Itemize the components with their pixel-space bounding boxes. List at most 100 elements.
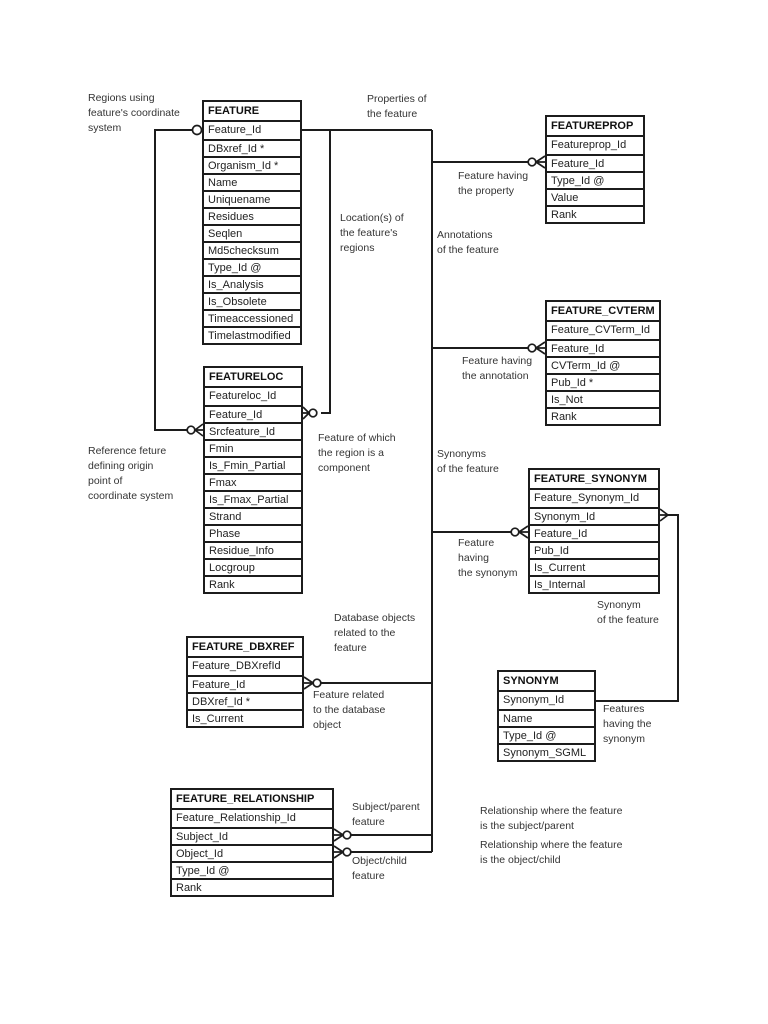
entity-field: Type_Id @ xyxy=(499,726,594,743)
entity-field: Uniquename xyxy=(204,190,300,207)
entity-title: FEATURE_SYNONYM xyxy=(530,470,658,490)
line-feature-to-featureloc-feature xyxy=(321,130,331,414)
label-relationship-object: Relationship where the feature is the ob… xyxy=(480,839,623,866)
label-features-having-synonym: Features having the synonym xyxy=(603,703,652,745)
entity-field: Type_Id @ xyxy=(204,258,300,275)
label-regions-using: Regions using feature's coordinate syste… xyxy=(88,92,180,134)
entity-field: Name xyxy=(204,173,300,190)
entity-field: Feature_Id xyxy=(205,405,301,422)
entity-field: Fmin xyxy=(205,439,301,456)
entity-field: Synonym_SGML xyxy=(499,743,594,760)
entity-table-feature-cvterm: FEATURE_CVTERM Feature_CVTerm_Id Feature… xyxy=(545,300,661,426)
entity-field: Synonym_Id xyxy=(503,694,565,706)
entity-field: Rank xyxy=(205,575,301,592)
entity-field: Is_Fmin_Partial xyxy=(205,456,301,473)
entity-field: Pub_Id * xyxy=(547,373,659,390)
circle-feature-synonym xyxy=(510,527,520,537)
entity-field: Strand xyxy=(205,507,301,524)
entity-field: Synonym_Id xyxy=(530,507,658,524)
entity-table-synonym: SYNONYM Synonym_Id Name Type_Id @ Synony… xyxy=(497,670,596,762)
entity-field: Featureloc_Id xyxy=(209,390,277,402)
entity-field: Rank xyxy=(547,407,659,424)
circle-feature-cvterm xyxy=(527,343,537,353)
crowfoot-featureprop xyxy=(535,155,546,169)
circle-object xyxy=(342,847,352,857)
crowfoot-object xyxy=(333,845,344,859)
label-synonyms-of-feature: Synonyms of the feature xyxy=(437,448,499,475)
entity-field: Md5checksum xyxy=(204,241,300,258)
entity-field: DBxref_Id * xyxy=(204,139,300,156)
entity-field: Object_Id xyxy=(172,844,332,861)
entity-field: Seqlen xyxy=(204,224,300,241)
label-database-objects: Database objects related to the feature xyxy=(334,612,416,654)
entity-title: SYNONYM xyxy=(499,672,594,692)
entity-table-feature: FEATURE Feature_Id DBxref_Id * Organism_… xyxy=(202,100,302,345)
entity-field: Phase xyxy=(205,524,301,541)
label-feature-having-synonym: Feature having the synonym xyxy=(458,537,518,579)
entity-field: Is_Current xyxy=(530,558,658,575)
label-object-child: Object/child feature xyxy=(352,855,407,882)
entity-title: FEATURE xyxy=(204,102,300,122)
entity-field: Subject_Id xyxy=(172,827,332,844)
entity-field: Feature_Id xyxy=(188,675,302,692)
label-synonym-of-feature: Synonym of the feature xyxy=(597,599,659,626)
label-properties-of-feature: Properties of the feature xyxy=(367,93,427,120)
entity-field: Name xyxy=(499,709,594,726)
entity-field: Is_Fmax_Partial xyxy=(205,490,301,507)
entity-field: Is_Not xyxy=(547,390,659,407)
entity-field: Is_Current xyxy=(188,709,302,726)
entity-field: Feature_Id xyxy=(547,154,643,171)
entity-field: Timeaccessioned xyxy=(204,309,300,326)
crowfoot-feature-synonym xyxy=(518,525,529,539)
crowfoot-feature-dbxref xyxy=(303,676,314,690)
entity-field: Feature_Id xyxy=(530,524,658,541)
entity-field: Is_Obsolete xyxy=(204,292,300,309)
entity-field: Residues xyxy=(204,207,300,224)
entity-table-feature-relationship: FEATURE_RELATIONSHIP Feature_Relationshi… xyxy=(170,788,334,897)
entity-field: Rank xyxy=(172,878,332,895)
entity-field: Residue_Info xyxy=(205,541,301,558)
entity-field: Srcfeature_Id xyxy=(205,422,301,439)
crowfoot-featureloc-feature xyxy=(302,406,310,420)
crowfoot-feature-cvterm xyxy=(535,341,546,355)
entity-table-feature-synonym: FEATURE_SYNONYM Feature_Synonym_Id Synon… xyxy=(528,468,660,594)
crowfoot-subject xyxy=(333,828,344,842)
circle-feature-featureid xyxy=(191,124,203,136)
label-feature-related: Feature related to the database object xyxy=(313,689,386,731)
entity-field: Type_Id @ xyxy=(172,861,332,878)
entity-field: Feature_Id xyxy=(208,124,262,136)
entity-field: Is_Analysis xyxy=(204,275,300,292)
entity-field: Feature_CVTerm_Id xyxy=(551,324,651,336)
label-feature-of-which: Feature of which the region is a compone… xyxy=(318,432,396,474)
entity-field: Value xyxy=(547,188,643,205)
circle-feature-dbxref xyxy=(312,678,322,688)
entity-field: Pub_Id xyxy=(530,541,658,558)
entity-field: Is_Internal xyxy=(530,575,658,592)
entity-field: Feature_Synonym_Id xyxy=(534,492,640,504)
entity-title: FEATURELOC xyxy=(205,368,301,388)
entity-table-featureloc: FEATURELOC Featureloc_Id Feature_Id Srcf… xyxy=(203,366,303,594)
entity-field: Timelastmodified xyxy=(204,326,300,343)
entity-table-feature-dbxref: FEATURE_DBXREF Feature_DBXrefId Feature_… xyxy=(186,636,304,728)
label-locations-of-regions: Location(s) of the feature's regions xyxy=(340,212,404,254)
entity-title: FEATUREPROP xyxy=(547,117,643,137)
label-reference-feature: Reference feture defining origin point o… xyxy=(88,445,174,502)
entity-field: Featureprop_Id xyxy=(551,139,627,151)
entity-field: DBXref_Id * xyxy=(188,692,302,709)
entity-field: Rank xyxy=(547,205,643,222)
label-relationship-subject: Relationship where the feature is the su… xyxy=(480,805,623,832)
circle-featureprop xyxy=(527,157,537,167)
crowfoot-featureloc-srcfeature xyxy=(194,423,204,437)
entity-title: FEATURE_CVTERM xyxy=(547,302,659,322)
line-featuresynonym-to-synonym xyxy=(596,514,679,702)
crowfoot-synonym-link xyxy=(659,508,669,522)
line-feature-to-featureloc-srcfeature xyxy=(154,129,193,431)
entity-field: Fmax xyxy=(205,473,301,490)
entity-field: CVTerm_Id @ xyxy=(547,356,659,373)
label-feature-having-annotation: Feature having the annotation xyxy=(462,355,533,382)
label-feature-having-property: Feature having the property xyxy=(458,170,529,197)
entity-field: Feature_DBXrefId xyxy=(192,660,281,672)
circle-featureloc-feature xyxy=(308,408,318,418)
